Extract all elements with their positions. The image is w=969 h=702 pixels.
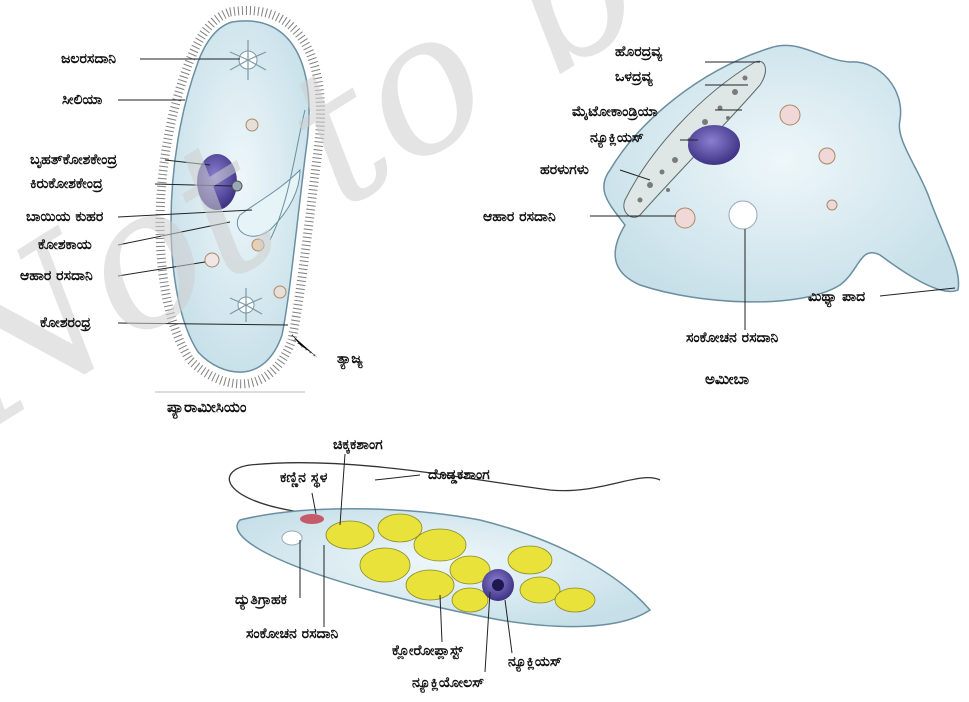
- label-food-vacuole: ಆಹಾರ ರಸದಾನಿ: [20, 268, 93, 284]
- label-cilia: ಸೀಲಿಯಾ: [62, 92, 102, 108]
- amoeba-figure: [604, 45, 959, 302]
- label-waste: ತ್ಯಾಜ್ಯ: [337, 351, 363, 367]
- label-anal-pore: ಕೋಶರಂಧ್ರ: [40, 315, 91, 331]
- euglena-nucleolus: [492, 579, 504, 591]
- label-micronucleus: ಕಿರುಕೋಶಕೇಂದ್ರ: [30, 176, 103, 192]
- label-endoplasm: ಒಳದ್ರವ್ಯ: [615, 69, 653, 85]
- label-euglena-contractile-vacuole: ಸಂಕೋಚನ ರಸದಾನಿ: [246, 626, 338, 642]
- paramecium-title: ಪ್ಯಾರಾಮೀಸಿಯಂ: [167, 398, 247, 416]
- label-oral-groove: ಬಾಯಿಯ ಕುಹರ: [26, 209, 103, 225]
- euglena-figure: [229, 463, 660, 627]
- paramecium-macronucleus: [197, 154, 237, 210]
- label-photoreceptor: ದ್ಯುತಿಗ್ರಾಹಕ: [235, 592, 287, 608]
- label-macronucleus: ಬೃಹತ್‌ಕೋಶಕೇಂದ್ರ: [30, 152, 117, 168]
- label-long-flagellum: ದೊಡ್ಡಕಶಾಂಗ: [428, 467, 490, 483]
- label-nucleolus: ನ್ಯೂಕ್ಲಿಯೋಲಸ್: [412, 675, 484, 691]
- label-amoeba-food-vacuole: ಆಹಾರ ರಸದಾನಿ: [483, 209, 556, 225]
- euglena-eyespot: [300, 514, 324, 524]
- amoeba-title: ಅಮೀಬಾ: [705, 370, 749, 388]
- amoeba-nucleus: [688, 125, 740, 165]
- label-granules: ಹರಳುಗಳು: [540, 162, 589, 178]
- label-cytoplasm: ಕೋಶಕಾಯ: [38, 237, 92, 253]
- label-pseudopodium: ಮಿಥ್ಯಾ ಪಾದ: [808, 289, 865, 305]
- label-amoeba-nucleus: ನ್ಯೂಕ್ಲಿಯಸ್: [590, 130, 644, 146]
- label-short-flagellum: ಚಿಕ್ಕಕಶಾಂಗ: [333, 437, 383, 453]
- euglena-contractile-vacuole: [282, 531, 302, 545]
- amoeba-contractile-vacuole: [729, 201, 757, 229]
- label-contractile-vacuole: ಜಲರಸದಾನಿ: [61, 51, 116, 67]
- label-ectoplasm: ಹೊರದ್ರವ್ಯ: [615, 44, 662, 60]
- label-mitochondria: ಮೈಟೋಕಾಂಡ್ರಿಯಾ: [572, 104, 658, 120]
- label-chloroplast: ಕ್ಲೋರೋಪ್ಲಾಸ್ಟ್: [392, 643, 463, 659]
- label-euglena-nucleus: ನ್ಯೂಕ್ಲಿಯಸ್: [508, 654, 562, 670]
- paramecium-figure: [160, 10, 321, 383]
- paramecium-micronucleus: [232, 181, 242, 191]
- label-eyespot: ಕಣ್ಣಿನ ಸ್ಥಳ: [280, 470, 327, 486]
- label-amoeba-contractile-vacuole: ಸಂಕೋಚನ ರಸದಾನಿ: [686, 330, 778, 346]
